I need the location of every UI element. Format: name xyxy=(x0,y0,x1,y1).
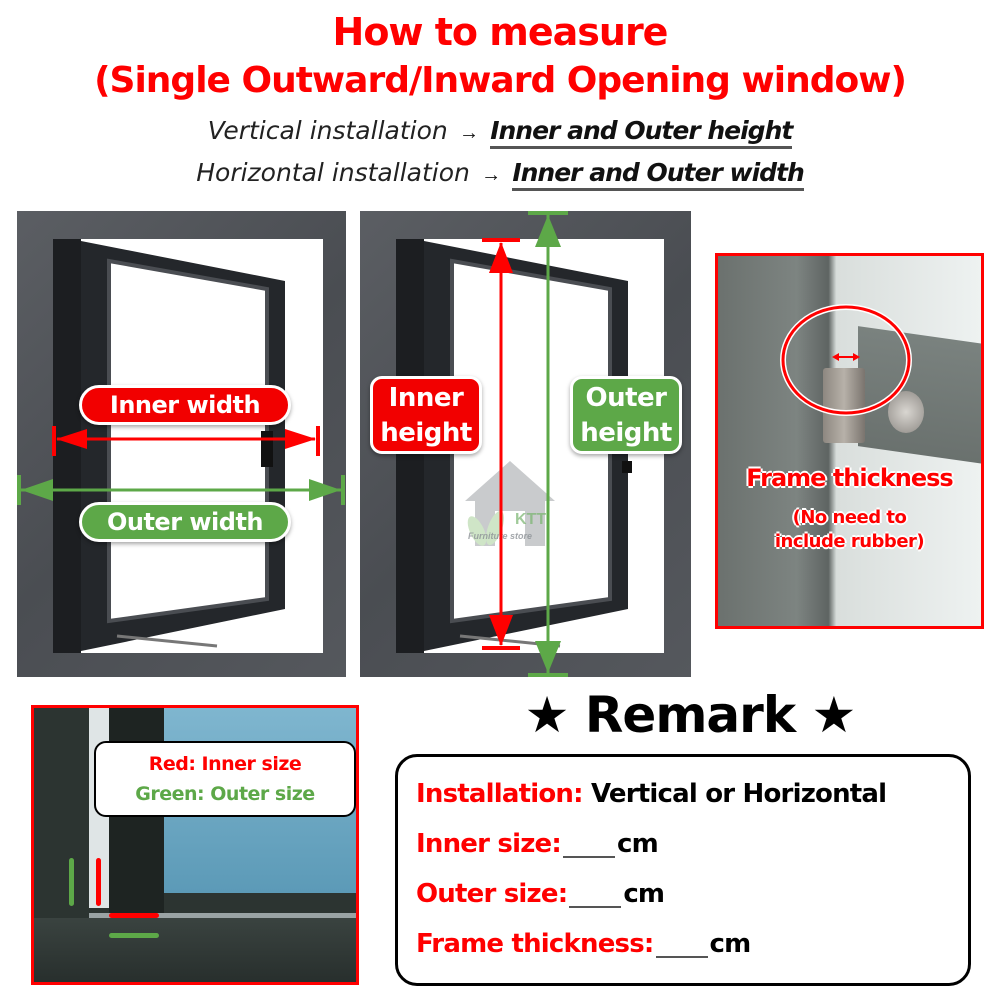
inner-height-label: Inner height xyxy=(370,376,482,454)
inner-size-blank[interactable] xyxy=(562,836,615,858)
outer-size-row: Outer size: cm xyxy=(416,879,665,909)
remark-form: Installation: Vertical or Horizontal Inn… xyxy=(395,754,971,986)
vertical-installation-rule: Vertical installation → Inner and Outer … xyxy=(0,115,1000,149)
rule-lead: Horizontal installation xyxy=(196,158,470,187)
inner-marker-vertical xyxy=(96,858,101,906)
inner-width-arrow xyxy=(52,426,320,456)
page-title: How to measure xyxy=(332,10,669,54)
hinge-plate xyxy=(823,368,865,443)
star-icon: ★ xyxy=(811,686,857,744)
outer-size-key: Outer size: xyxy=(416,879,568,909)
frame-thickness-row: Frame thickness: cm xyxy=(416,929,752,959)
outer-size-blank[interactable] xyxy=(569,886,622,908)
rule-emphasis: Inner and Outer width xyxy=(512,158,805,191)
remark-title-text: Remark xyxy=(584,686,796,744)
height-diagram: KTT Furniture store Inner height Outer h… xyxy=(360,211,691,677)
outer-height-label: Outer height xyxy=(570,376,682,454)
inner-height-line1: Inner xyxy=(388,383,464,413)
remark-title: ★ Remark ★ xyxy=(390,686,990,744)
sill xyxy=(34,918,356,982)
arrow-right-icon: → xyxy=(458,122,479,144)
inner-size-unit: cm xyxy=(616,829,659,859)
frame-thickness-key: Frame thickness: xyxy=(416,929,654,959)
inner-width-label: Inner width xyxy=(79,385,291,425)
watermark-brand: KTT xyxy=(515,511,547,528)
outer-width-arrow xyxy=(17,475,345,505)
page-subtitle: (Single Outward/Inward Opening window) xyxy=(94,60,907,101)
highlight-circle xyxy=(780,304,912,416)
outer-height-line1: Outer xyxy=(585,383,668,413)
legend-photo: Red: Inner size Green: Outer size xyxy=(31,705,359,985)
outer-width-label: Outer width xyxy=(79,502,291,542)
frame-thickness-blank[interactable] xyxy=(655,936,708,958)
star-icon: ★ xyxy=(524,686,570,744)
installation-value: Vertical or Horizontal xyxy=(590,779,887,809)
note-line2: include rubber) xyxy=(774,531,925,552)
installation-row: Installation: Vertical or Horizontal xyxy=(416,779,887,809)
frame-thickness-unit: cm xyxy=(709,929,752,959)
arrow-right-icon: → xyxy=(481,164,502,186)
hinge-jamb xyxy=(53,239,81,653)
outer-height-arrow xyxy=(528,211,568,677)
inner-marker-horizontal xyxy=(109,913,159,918)
outer-size-unit: cm xyxy=(623,879,665,909)
outer-marker-vertical xyxy=(69,858,74,906)
frame-thickness-note: (No need to include rubber) xyxy=(718,506,981,554)
note-line1: (No need to xyxy=(792,507,907,528)
rule-emphasis: Inner and Outer height xyxy=(490,116,793,149)
legend-green: Green: Outer size xyxy=(135,783,315,805)
color-legend: Red: Inner size Green: Outer size xyxy=(94,741,356,817)
horizontal-installation-rule: Horizontal installation → Inner and Oute… xyxy=(0,157,1000,191)
inner-height-arrow xyxy=(482,238,520,650)
outer-height-line2: height xyxy=(580,418,672,448)
frame-thickness-detail: Frame thickness (No need to include rubb… xyxy=(715,253,984,629)
inner-size-key: Inner size: xyxy=(416,829,562,859)
installation-key: Installation: xyxy=(416,779,584,809)
sill-edge xyxy=(89,913,356,918)
frame-thickness-title: Frame thickness xyxy=(746,464,953,492)
inner-height-line2: height xyxy=(380,418,472,448)
inner-size-row: Inner size: cm xyxy=(416,829,659,859)
rule-lead: Vertical installation xyxy=(207,116,448,145)
legend-red: Red: Inner size xyxy=(148,753,302,775)
outer-marker-horizontal xyxy=(109,933,159,938)
width-diagram: Inner width Outer width xyxy=(17,211,346,677)
